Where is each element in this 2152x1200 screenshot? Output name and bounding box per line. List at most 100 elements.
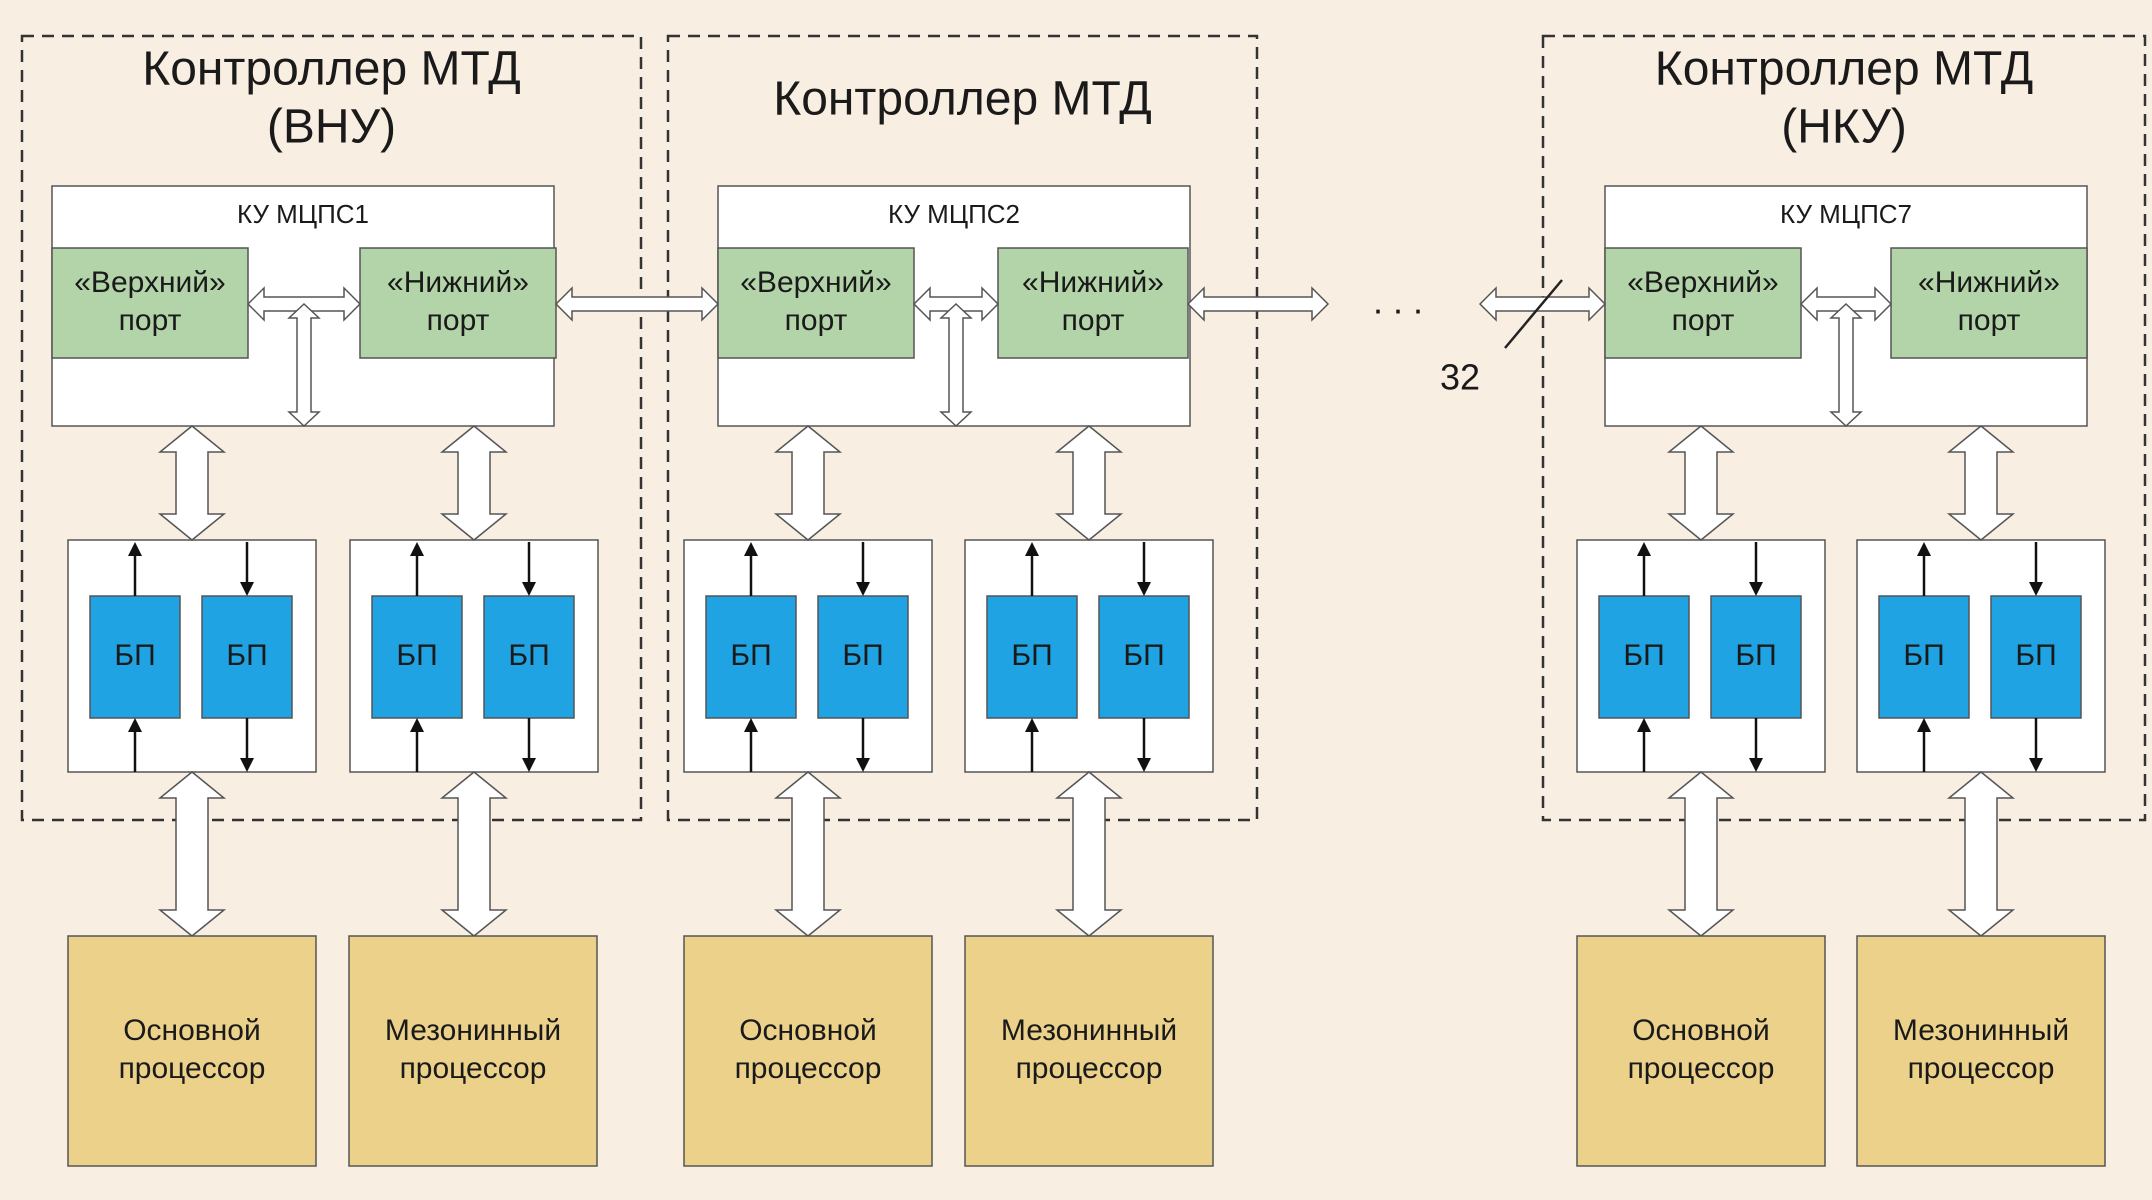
controller-link-arrow bbox=[554, 286, 720, 322]
bp-label: БП bbox=[508, 639, 549, 672]
bp-out-arrow bbox=[128, 542, 142, 596]
bp-out-arrow bbox=[1025, 542, 1039, 596]
ku-to-bp-arrow bbox=[157, 425, 227, 541]
processor-label: процессор bbox=[1908, 1052, 2055, 1085]
port-internal-arrow bbox=[287, 302, 321, 428]
processor-label: процессор bbox=[119, 1052, 266, 1085]
processor-label: Мезонинный bbox=[1001, 1014, 1177, 1047]
bp-out-arrow bbox=[1749, 718, 1763, 772]
upper-port-box bbox=[1604, 247, 1802, 359]
bp-block bbox=[201, 595, 293, 719]
processor-box bbox=[67, 935, 317, 1167]
upper-port-label: «Верхний» bbox=[1627, 266, 1779, 299]
bp-in-arrow bbox=[522, 542, 536, 596]
ku-to-bp-arrow bbox=[773, 425, 843, 541]
bp-out-arrow bbox=[1917, 542, 1931, 596]
bp-block bbox=[483, 595, 575, 719]
upper-port-label: «Верхний» bbox=[74, 266, 226, 299]
bp-label: БП bbox=[396, 639, 437, 672]
bp-to-processor-arrow bbox=[439, 771, 509, 937]
bp-in-arrow bbox=[2029, 542, 2043, 596]
processor-box bbox=[1576, 935, 1826, 1167]
bp-out-arrow bbox=[744, 542, 758, 596]
bp-block bbox=[1098, 595, 1190, 719]
upper-port-box bbox=[717, 247, 915, 359]
lower-port-box bbox=[1890, 247, 2088, 359]
upper-port-label: порт bbox=[785, 304, 848, 337]
processor-box bbox=[348, 935, 598, 1167]
processor-box bbox=[1856, 935, 2106, 1167]
bp-out-arrow bbox=[856, 718, 870, 772]
bp-in-arrow bbox=[1917, 718, 1931, 772]
chain-out-arrow bbox=[1186, 286, 1330, 322]
bp-out-arrow bbox=[240, 718, 254, 772]
controller-frame bbox=[1541, 34, 2147, 822]
processor-label: процессор bbox=[1628, 1052, 1775, 1085]
bp-in-arrow bbox=[410, 718, 424, 772]
port-internal-arrow bbox=[939, 302, 973, 428]
ku-mcps-label: КУ МЦПС2 bbox=[888, 199, 1020, 229]
processor-label: процессор bbox=[400, 1052, 547, 1085]
processor-label: Мезонинный bbox=[385, 1014, 561, 1047]
bp-label: БП bbox=[1735, 639, 1776, 672]
lower-port-box bbox=[997, 247, 1189, 359]
controller-title: (ВНУ) bbox=[267, 101, 396, 154]
bp-label: БП bbox=[1623, 639, 1664, 672]
processor-label: Мезонинный bbox=[1893, 1014, 2069, 1047]
ku-to-bp-arrow bbox=[1946, 425, 2016, 541]
ku-mcps-label: КУ МЦПС1 bbox=[237, 199, 369, 229]
bp-out-arrow bbox=[1637, 542, 1651, 596]
ku-to-bp-arrow bbox=[1666, 425, 1736, 541]
bp-in-arrow bbox=[744, 718, 758, 772]
bp-in-arrow bbox=[240, 542, 254, 596]
bp-label: БП bbox=[1011, 639, 1052, 672]
lower-port-label: порт bbox=[427, 304, 490, 337]
bp-out-arrow bbox=[410, 542, 424, 596]
upper-port-label: порт bbox=[119, 304, 182, 337]
ku-mcps-label: КУ МЦПС7 bbox=[1780, 199, 1912, 229]
processor-box bbox=[683, 935, 933, 1167]
lower-port-label: порт bbox=[1958, 304, 2021, 337]
chain-ellipsis: . . . bbox=[1373, 281, 1423, 322]
processor-label: Основной bbox=[123, 1014, 261, 1047]
lower-port-label: порт bbox=[1062, 304, 1125, 337]
bp-to-processor-arrow bbox=[1054, 771, 1124, 937]
bp-label: БП bbox=[842, 639, 883, 672]
controller-frame bbox=[666, 34, 1259, 822]
bp-label: БП bbox=[1123, 639, 1164, 672]
bp-out-arrow bbox=[522, 718, 536, 772]
controller-title: (НКУ) bbox=[1781, 101, 1907, 154]
port-internal-arrow bbox=[1829, 302, 1863, 428]
bp-block bbox=[817, 595, 909, 719]
bp-label: БП bbox=[1903, 639, 1944, 672]
upper-port-label: порт bbox=[1672, 304, 1735, 337]
processor-box bbox=[964, 935, 1214, 1167]
bp-label: БП bbox=[730, 639, 771, 672]
bp-to-processor-arrow bbox=[1666, 771, 1736, 937]
bp-in-arrow bbox=[1137, 542, 1151, 596]
ku-to-bp-arrow bbox=[439, 425, 509, 541]
controller-frame bbox=[20, 34, 643, 822]
bp-out-arrow bbox=[1137, 718, 1151, 772]
controller-title: Контроллер МТД bbox=[773, 73, 1151, 126]
processor-label: процессор bbox=[735, 1052, 882, 1085]
bp-to-processor-arrow bbox=[773, 771, 843, 937]
bp-in-arrow bbox=[1749, 542, 1763, 596]
bp-in-arrow bbox=[856, 542, 870, 596]
bp-block bbox=[1710, 595, 1802, 719]
bp-block bbox=[1990, 595, 2082, 719]
bp-in-arrow bbox=[128, 718, 142, 772]
processor-label: процессор bbox=[1016, 1052, 1163, 1085]
bp-to-processor-arrow bbox=[1946, 771, 2016, 937]
bp-to-processor-arrow bbox=[157, 771, 227, 937]
lower-port-label: «Нижний» bbox=[387, 266, 529, 299]
upper-port-box bbox=[51, 247, 249, 359]
bp-in-arrow bbox=[1025, 718, 1039, 772]
bus-slash bbox=[1504, 279, 1563, 349]
bp-label: БП bbox=[114, 639, 155, 672]
ku-to-bp-arrow bbox=[1054, 425, 1124, 541]
processor-label: Основной bbox=[739, 1014, 877, 1047]
controller-title: Контроллер МТД bbox=[1655, 43, 2033, 96]
lower-port-label: «Нижний» bbox=[1918, 266, 2060, 299]
